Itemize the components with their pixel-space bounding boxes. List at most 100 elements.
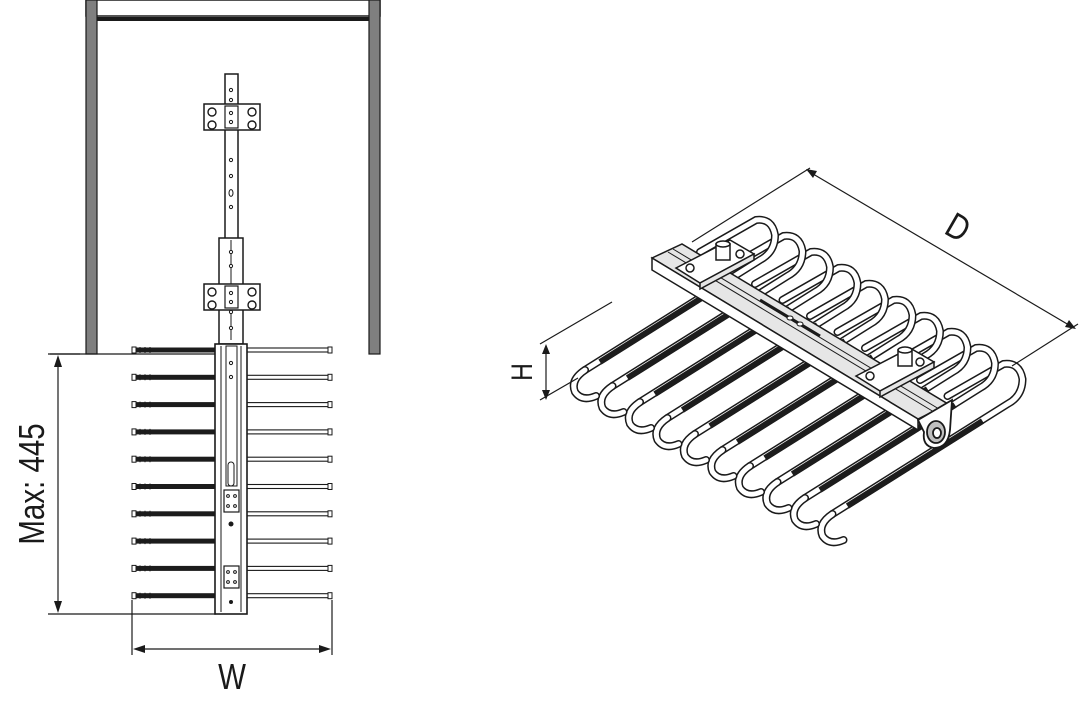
dimension-line [807, 170, 1075, 329]
hook-tube [830, 361, 1025, 517]
height-label: H [505, 363, 539, 381]
rod-metal-arm [245, 565, 331, 571]
bracket-boss-top [897, 346, 913, 354]
rod-end-cap [327, 455, 333, 463]
rod-end-cap [327, 510, 333, 518]
slide-slot [227, 461, 235, 487]
hook-curl-tube [626, 399, 654, 433]
arrow-head-front [1065, 320, 1076, 329]
bracket-screw [247, 120, 257, 130]
hook-tube [802, 345, 998, 501]
cabinet [50, 0, 381, 355]
rod-rubber-sleeve [134, 456, 216, 462]
rail-hole [228, 173, 234, 179]
hook-curl-tube [736, 463, 764, 497]
rod-metal-arm [245, 538, 331, 544]
hook-tube [720, 297, 915, 453]
rail-hole [228, 87, 234, 93]
rod-end-cap [327, 346, 333, 354]
rod-metal-arm [245, 511, 331, 517]
rod-end-cap [131, 483, 137, 490]
vertical-mounting-rail [203, 73, 261, 345]
rail-hole [228, 263, 234, 269]
rod-metal-arm [245, 374, 331, 380]
max-extension-label: Max: 445 [11, 423, 51, 544]
slide-screw [228, 521, 234, 527]
width-dimension [131, 600, 333, 655]
bracket-screw [207, 120, 217, 130]
rod-end-cap [131, 428, 137, 436]
rod-metal-arm [245, 429, 331, 435]
rod-end-cap [131, 510, 137, 518]
height-dimension [539, 301, 613, 401]
slide-holes [226, 360, 237, 584]
bracket-screw [247, 300, 257, 310]
rod-end-cap [327, 537, 333, 545]
rod-end-cap [131, 592, 137, 600]
bracket-screw [207, 107, 217, 117]
rail-hole [786, 315, 794, 321]
rod-rubber-sleeve [134, 374, 216, 380]
arrow-head-back [806, 169, 817, 178]
hook-curl-tube [763, 479, 791, 513]
cabinet-top-panel [85, 0, 381, 17]
hook-tube [637, 249, 833, 405]
rail-side-face [651, 256, 919, 432]
hook-curl-tube [571, 367, 599, 401]
rod-end-cap [131, 401, 137, 409]
iso-trouser-hooks [569, 215, 1027, 547]
cabinet-left-wall [85, 0, 98, 355]
extension-line-front [1011, 323, 1079, 367]
depth-label: D [939, 204, 978, 250]
rail-hole [228, 249, 234, 255]
rod-end-cap [327, 483, 333, 490]
slide-hole [226, 494, 230, 498]
bracket-screw [685, 263, 695, 273]
slide-screw [229, 600, 233, 604]
rod-rubber-sleeve [134, 402, 216, 408]
rail-hole [228, 204, 234, 210]
bracket-screw [247, 287, 257, 297]
extension-line-back [691, 167, 811, 243]
isometric-view: D H [505, 167, 1079, 547]
hook-tube [610, 233, 805, 389]
iso-trouser-hook [597, 231, 807, 419]
bracket-screws [207, 107, 257, 130]
bracket-hole [228, 119, 234, 125]
rod-end-cap [131, 373, 137, 381]
bracket-screw [207, 300, 217, 310]
bracket-hole [228, 110, 234, 116]
bracket-screw [207, 287, 217, 297]
bracket-center [224, 105, 239, 129]
rail-slot [228, 189, 234, 197]
rod-rubber-sleeve [134, 565, 216, 571]
iso-trouser-hook [624, 247, 834, 435]
slide-hole [228, 360, 234, 366]
rod-rubber-sleeve [134, 538, 216, 544]
bracket-screw [247, 107, 257, 117]
bracket-screw [865, 371, 875, 381]
hook-tube [692, 281, 888, 437]
rod-metal-arm [245, 593, 331, 599]
rail-hole [228, 97, 234, 103]
slide-stop-block [223, 565, 240, 589]
slide-hole [233, 504, 237, 508]
rod-end-cap [327, 373, 333, 381]
central-slide [214, 343, 248, 615]
arrow-head-right [319, 645, 331, 653]
iso-bracket-right [854, 346, 936, 399]
rod-end-cap [131, 564, 137, 572]
hook-curl-tube [653, 415, 681, 449]
arrow-head-left [133, 645, 145, 653]
rod-end-cap [131, 537, 137, 545]
upper-mounting-bracket [203, 103, 261, 131]
bracket-screws [207, 287, 257, 310]
bracket-screw [735, 249, 745, 259]
front-view: Max: 445 W [11, 0, 381, 697]
hook-tube [665, 265, 860, 421]
cabinet-right-wall [368, 0, 381, 355]
hook-rubber-sleeve [845, 418, 985, 509]
hook-curl-tube [598, 383, 626, 417]
rod-end-cap [327, 564, 333, 572]
